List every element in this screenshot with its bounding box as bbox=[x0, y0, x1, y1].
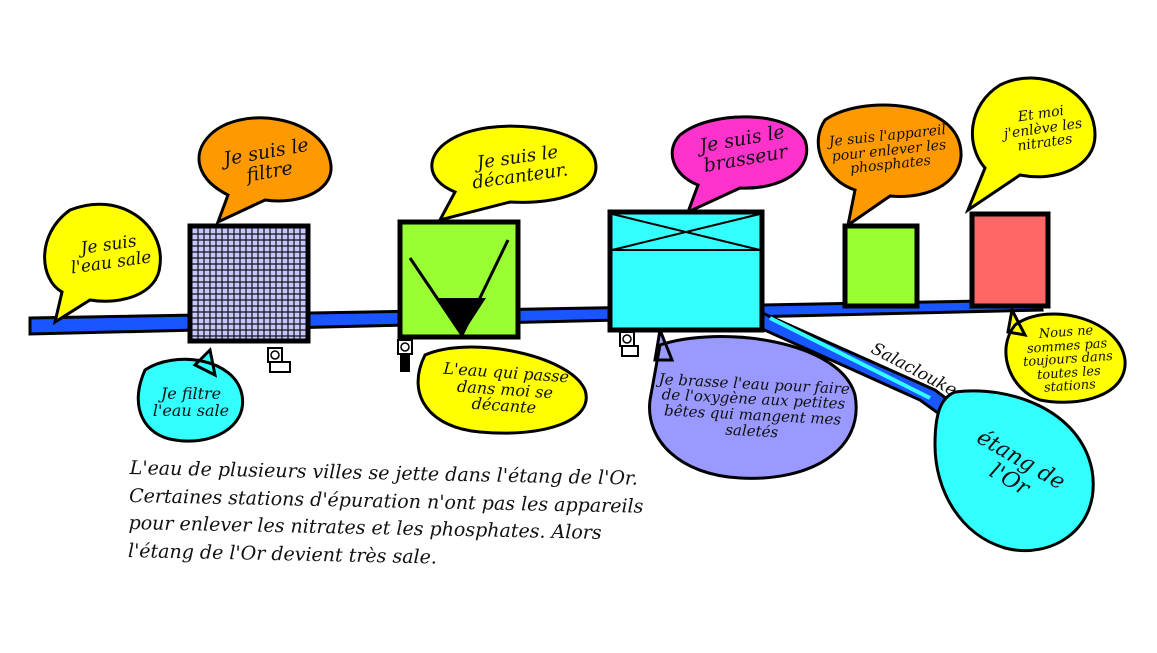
lagoon-etang-de-l-or bbox=[933, 389, 1095, 553]
bubble-eau-sale-text: Je suis l'eau sale bbox=[69, 231, 153, 279]
bubble-filtre bbox=[197, 116, 333, 225]
bubble-stations bbox=[1004, 305, 1127, 404]
filter-grid bbox=[192, 228, 306, 339]
bubble-filtre-action bbox=[136, 346, 245, 443]
explanation-note: L'eau de plusieurs villes se jette dans … bbox=[127, 456, 644, 569]
bubble-nitrates-text: Et moi j'enlève les nitrates bbox=[1002, 102, 1084, 155]
outlet-canal-highlight bbox=[769, 316, 931, 400]
bubble-phosphates-text: Je suis l'appareil pour enlever les phos… bbox=[828, 121, 947, 178]
bubble-decante-action-text: L'eau qui passe dans moi se décante bbox=[442, 358, 570, 418]
bubble-brasseur bbox=[670, 115, 809, 215]
valve-icon bbox=[619, 331, 639, 357]
phosphate-box bbox=[842, 223, 920, 309]
bubble-decante-action bbox=[416, 345, 588, 435]
bubble-brasse-action-text: Je brasse l'eau pour faire de l'oxygène … bbox=[658, 369, 851, 442]
bubble-filtre-action-text: Je filtre l'eau sale bbox=[152, 384, 230, 420]
bubble-stations-text: Nous ne sommes pas toujours dans toutes … bbox=[1022, 323, 1114, 397]
mixer-box bbox=[607, 209, 765, 333]
decanter-sludge bbox=[438, 298, 486, 335]
valve-icon bbox=[397, 339, 413, 372]
mixer-cross-b bbox=[611, 213, 761, 251]
nitrate-box bbox=[969, 211, 1051, 309]
bubble-decanteur bbox=[430, 124, 598, 223]
bubble-eau-sale bbox=[43, 202, 162, 326]
bubble-phosphates bbox=[816, 103, 963, 229]
bubble-brasse-action bbox=[648, 324, 858, 480]
valve-icon bbox=[267, 347, 291, 373]
bubble-nitrates bbox=[964, 76, 1097, 214]
